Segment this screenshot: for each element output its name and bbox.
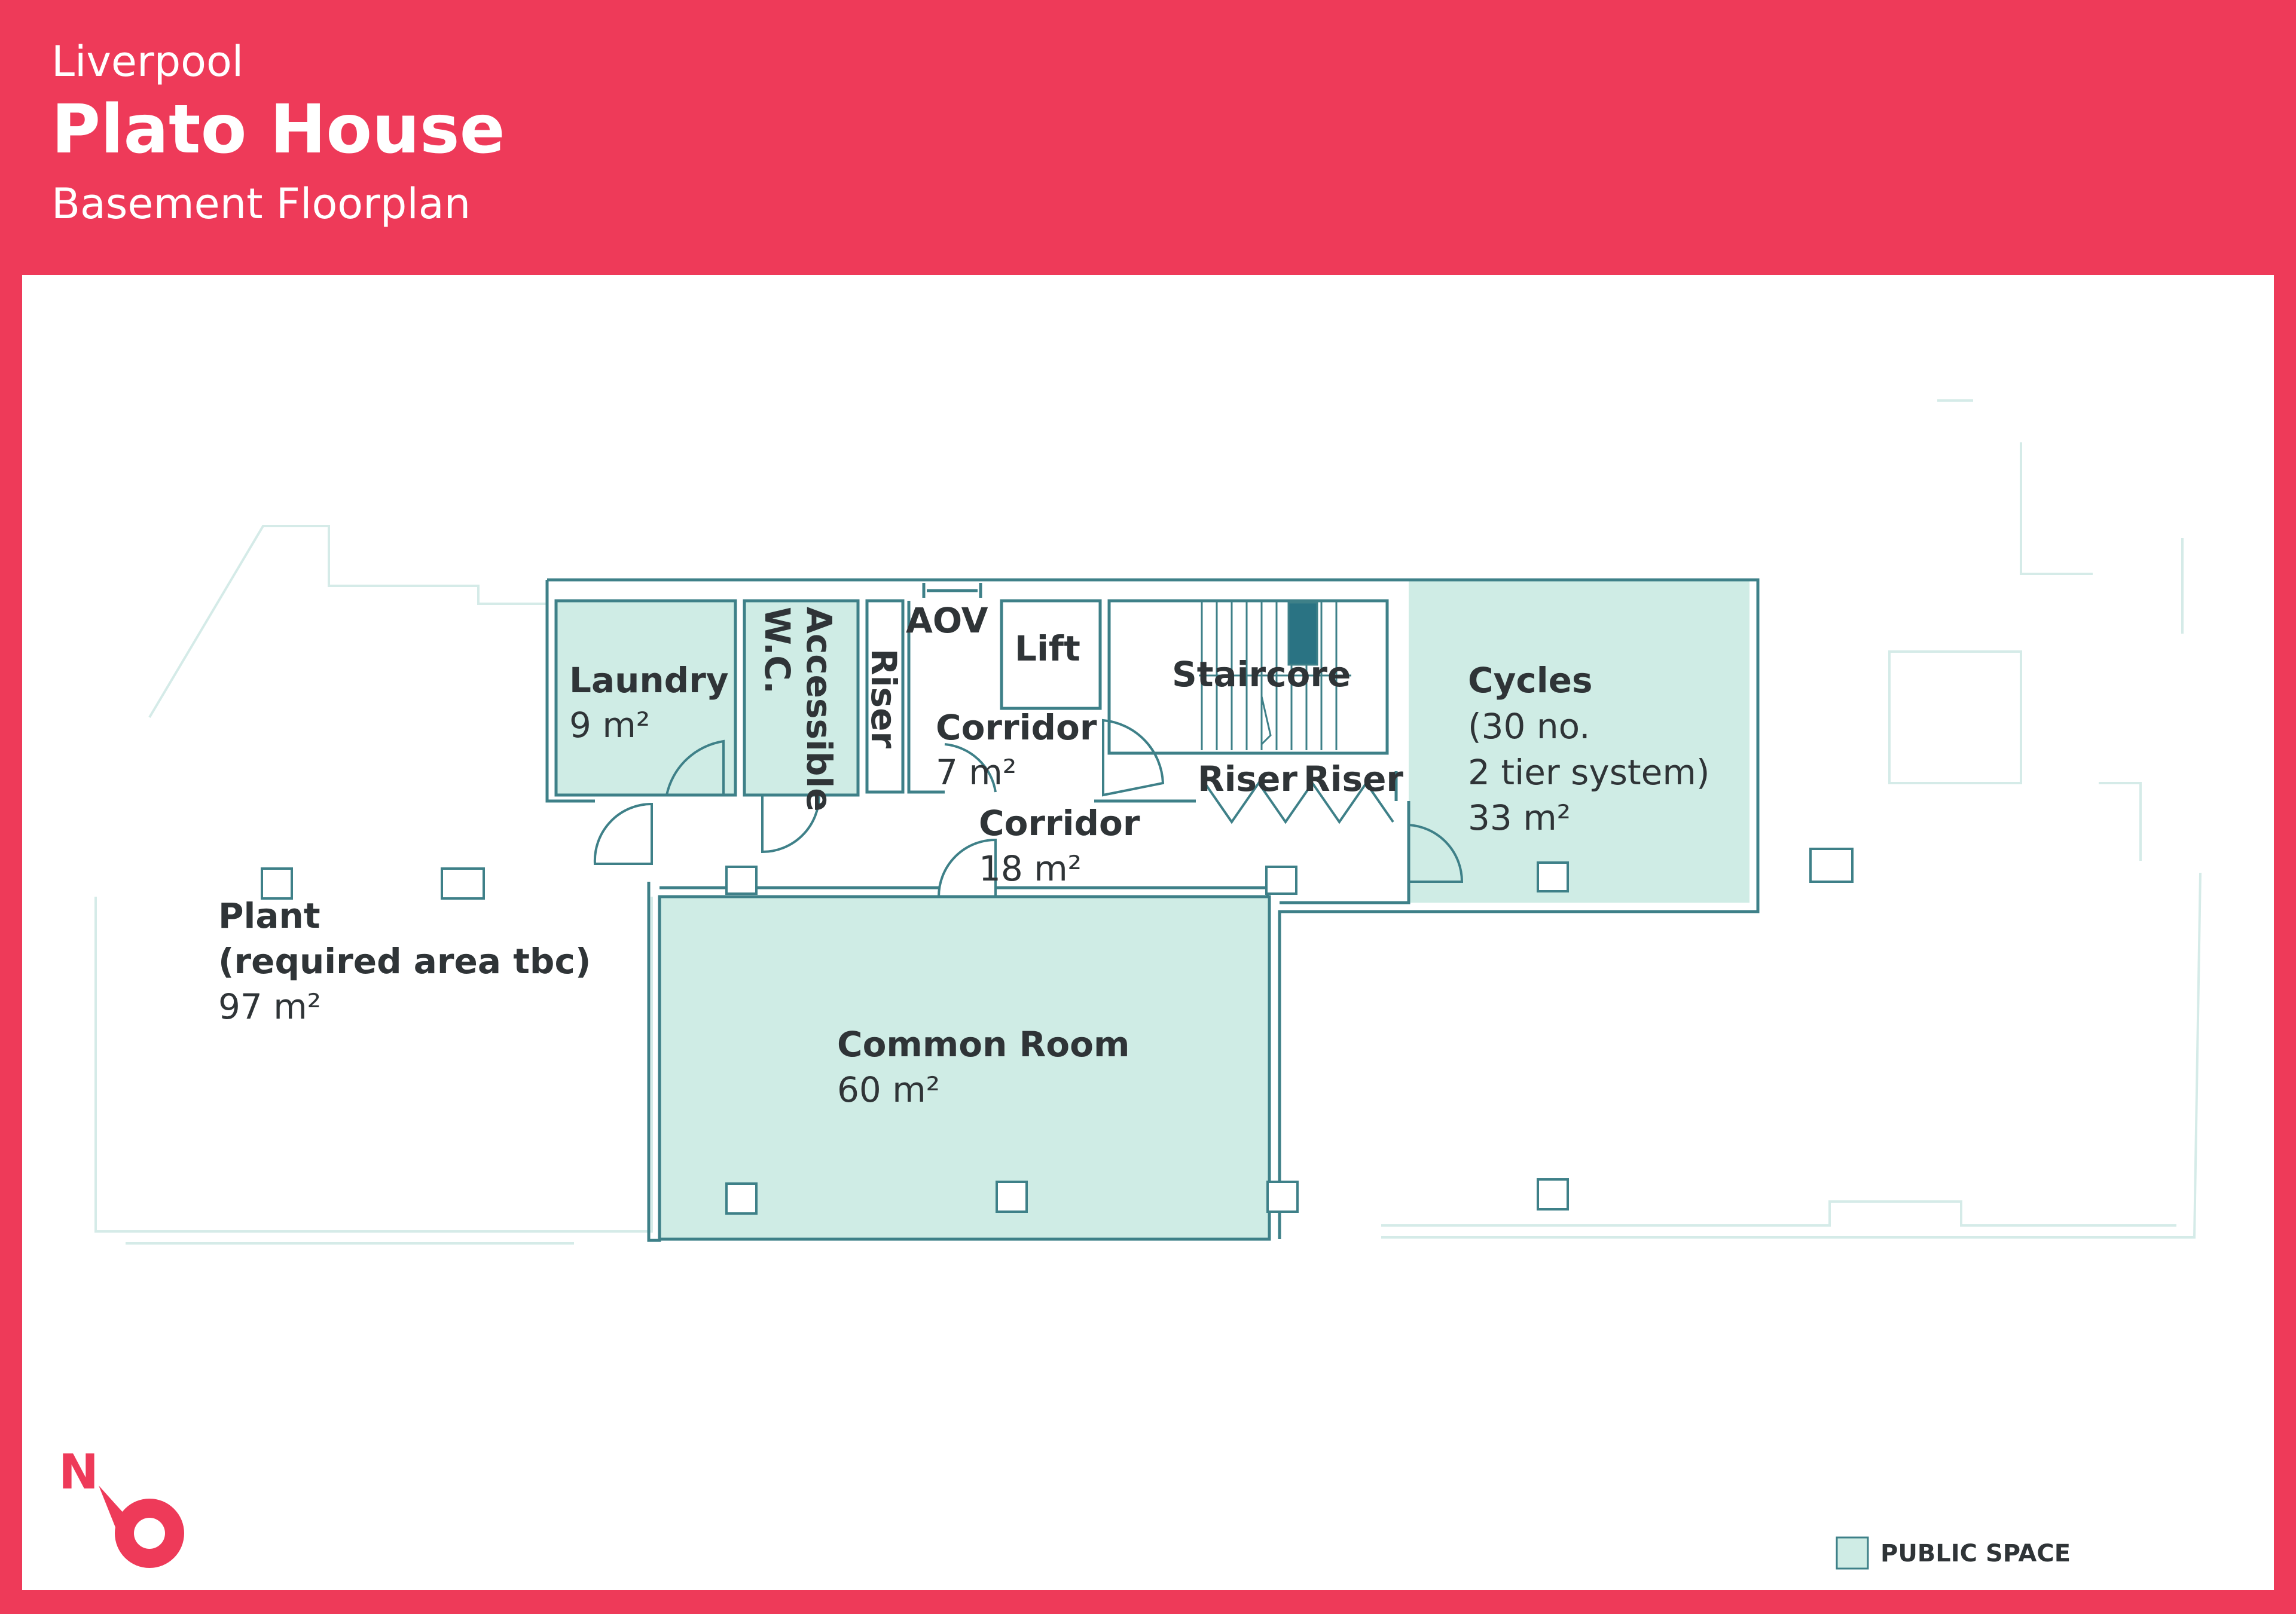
room-labels: Laundry 9 m² Accessible W.C. Riser AOV L… <box>218 600 1709 1110</box>
north-label: N <box>59 1444 99 1500</box>
staircase <box>1199 601 1351 750</box>
cycles-detail-line2: 2 tier system) <box>1468 752 1709 793</box>
aov-label: AOV <box>906 600 988 641</box>
common-room-fill <box>660 897 1269 1239</box>
building-title: Plato House <box>51 91 505 169</box>
public-space-areas <box>556 580 1750 1239</box>
riser-left-label: Riser <box>863 649 904 748</box>
columns <box>261 848 1854 1215</box>
surrounding-outline <box>94 399 2202 1245</box>
accessible-wc-label-line1: Accessible <box>799 607 839 812</box>
corridor-main-area: 18 m² <box>979 848 1082 889</box>
staircore-label: Staircore <box>1172 654 1351 695</box>
cycles-label: Cycles <box>1468 660 1593 701</box>
corridor-main-label: Corridor <box>979 803 1140 843</box>
doors <box>593 719 1464 897</box>
public-space-swatch <box>1836 1536 1869 1570</box>
laundry-label: Laundry <box>569 660 729 701</box>
plant-label: Plant <box>218 895 320 936</box>
cycles-detail-line1: (30 no. <box>1468 706 1590 747</box>
riser-right-label: Riser <box>1303 759 1403 799</box>
legend: PUBLIC SPACE <box>1836 1536 2071 1570</box>
common-room-label: Common Room <box>837 1024 1129 1065</box>
north-arrow: N <box>59 1444 184 1568</box>
cycles-area: 33 m² <box>1468 797 1571 838</box>
corridor-small-label: Corridor <box>936 707 1097 748</box>
header: Liverpool Plato House Basement Floorplan <box>0 0 2296 275</box>
accessible-wc-label-line2: W.C. <box>757 607 798 694</box>
riser-mid-label: Riser <box>1198 759 1297 799</box>
stair-accent <box>1287 601 1318 666</box>
laundry-fill <box>556 601 735 795</box>
plant-area: 97 m² <box>218 986 321 1027</box>
common-room-area: 60 m² <box>837 1069 940 1110</box>
public-space-legend-label: PUBLIC SPACE <box>1880 1540 2071 1567</box>
plant-detail: (required area tbc) <box>218 941 591 982</box>
city-name: Liverpool <box>51 37 244 86</box>
floorplan-subtitle: Basement Floorplan <box>51 179 471 228</box>
corridor-small-area: 7 m² <box>936 752 1016 793</box>
lift-label: Lift <box>1015 628 1080 669</box>
laundry-area: 9 m² <box>569 705 650 745</box>
accessible-wc-fill <box>744 601 858 795</box>
cycles-fill <box>1409 580 1750 903</box>
